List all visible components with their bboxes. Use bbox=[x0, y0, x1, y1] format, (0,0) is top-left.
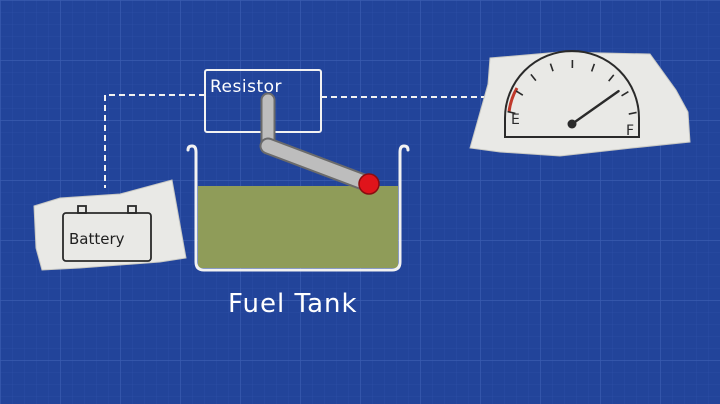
battery-paper bbox=[33, 179, 187, 271]
fuel-tank: Fuel Tank bbox=[186, 144, 410, 319]
gauge-ticks bbox=[507, 59, 637, 115]
tank-outline bbox=[186, 144, 410, 272]
battery-terminal-negative bbox=[77, 205, 87, 214]
gauge-hub bbox=[567, 119, 577, 129]
gauge-needle bbox=[570, 89, 620, 126]
wiring bbox=[104, 94, 490, 188]
battery: Battery bbox=[33, 179, 187, 271]
battery-body bbox=[62, 212, 152, 262]
gauge-dial bbox=[504, 50, 640, 138]
float-mechanism bbox=[259, 92, 380, 195]
gauge-empty-label: E bbox=[511, 112, 520, 128]
gauge-tick bbox=[507, 110, 516, 115]
gauge-tick bbox=[608, 74, 615, 82]
gauge-paper bbox=[469, 51, 691, 157]
gauge-tick bbox=[590, 63, 596, 72]
battery-label: Battery bbox=[69, 230, 125, 248]
gauge-tick bbox=[628, 111, 637, 115]
fuel-gauge: E F bbox=[469, 50, 691, 157]
resistor-label: Resistor bbox=[210, 77, 282, 97]
gauge-tick bbox=[530, 73, 537, 82]
fuel-liquid bbox=[198, 186, 398, 268]
battery-terminal-positive bbox=[127, 205, 137, 214]
gauge-full-label: F bbox=[626, 123, 634, 139]
gauge-tick bbox=[515, 90, 524, 96]
gauge-tick bbox=[549, 63, 554, 72]
fuel-tank-label: Fuel Tank bbox=[228, 289, 358, 319]
gauge-tick bbox=[621, 91, 629, 97]
float-arm bbox=[261, 139, 373, 190]
float-ball bbox=[358, 173, 380, 195]
wire-resistor-battery bbox=[104, 94, 205, 188]
